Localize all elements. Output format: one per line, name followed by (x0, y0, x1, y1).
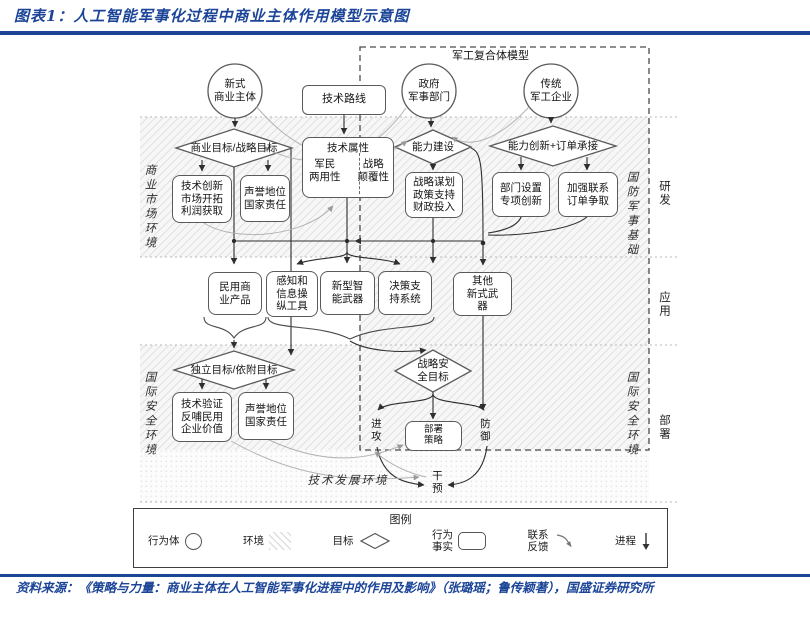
tech-attr-dashed-divider (358, 152, 360, 194)
commercial-goal-label: 商业目标/战略目标 (190, 141, 278, 154)
reputation-bottom-node: 声誉地位 国家责任 (238, 392, 294, 440)
attack-label: 进攻 (369, 417, 382, 443)
other-weapons-node: 其他 新式武 器 (453, 272, 512, 316)
tech-attr-subitems: 军民 两用性 战略 颠覆性 (303, 152, 393, 197)
legend-item-feedback: 联系 反馈 (528, 529, 574, 553)
legend-environment-label: 环境 (243, 535, 264, 548)
innovation-orders-diamond (487, 125, 619, 167)
legend-box: 图例 行为体 环境 目标 行为 事实 联系 反馈 (133, 508, 668, 568)
strengthen-ties-node: 加强联系 订单争取 (558, 172, 618, 217)
perception-tools-node: 感知和 信息操 纵工具 (266, 271, 318, 317)
source-citation: 资料来源：《策略与力量：商业主体在人工智能军事化进程中的作用及影响》（张璐瑶；鲁… (16, 580, 654, 595)
legend-item-environment: 环境 (243, 532, 291, 551)
tech-route-node: 技术路线 (302, 85, 386, 115)
phase-separator-lines (140, 116, 680, 503)
tech-attr-disruptive: 战略 颠覆性 (357, 157, 390, 183)
legend-item-behavior-fact: 行为 事实 (432, 529, 486, 553)
decision-support-node: 决策支 持系统 (378, 271, 432, 315)
behavior-fact-rect-glyph (458, 532, 486, 551)
intervention-label: 干预 (430, 469, 443, 495)
tech-attr-node: 技术属性 军民 两用性 战略 颠覆性 (302, 137, 394, 198)
tech-validation-node: 技术验证 反哺民用 企业价值 (172, 392, 232, 442)
actor-new-commercial-label: 新式 商业主体 (214, 78, 256, 103)
process-arrow-glyph (642, 533, 650, 551)
legend-item-process: 进程 (615, 531, 651, 551)
tech-attr-dual-use: 军民 两用性 (309, 157, 341, 183)
legend-item-goal: 目标 (333, 532, 391, 550)
dept-setup-node: 部门设置 专项创新 (492, 172, 550, 217)
capability-goal-label: 能力建设 (412, 141, 454, 154)
figure-title: 图表1：人工智能军事化过程中商业主体作用模型示意图 (14, 7, 410, 25)
legend-goal-label: 目标 (332, 535, 354, 548)
smart-weapons-node: 新型智 能武器 (320, 271, 375, 315)
mic-dashed-boundary (359, 46, 650, 451)
phase-application-label: 应用 (658, 290, 671, 318)
civilian-products-node: 民用商 业产品 (208, 272, 262, 315)
phase-deployment-label: 部署 (658, 413, 671, 441)
environment-hatch-glyph (269, 532, 291, 551)
defense-military-base-label: 国防军事基础 (625, 170, 638, 258)
process-arrows (198, 115, 591, 488)
legend-process-label: 进程 (615, 535, 636, 548)
goal-diamonds (171, 125, 619, 393)
actor-circle-glyph (184, 532, 202, 550)
legend-items-row: 行为体 环境 目标 行为 事实 联系 反馈 (134, 509, 667, 553)
strategic-security-label: 战略安 全目标 (417, 358, 449, 383)
tech-development-env-label: 技术发展环境 (307, 474, 389, 487)
actor-gov-military-label: 政府 军事部门 (408, 78, 450, 103)
strategic-planning-node: 战略谋划 政策支持 财政投入 (405, 172, 463, 218)
intl-security-env-label-left: 国际安全环境 (143, 370, 156, 458)
legend-behavior-fact-label: 行为 事实 (432, 529, 453, 554)
actor-circles (207, 63, 579, 119)
gov-military-actor-circle (401, 63, 457, 119)
junction-dots (231, 238, 486, 246)
grouping-braces (203, 316, 435, 340)
legend-feedback-label: 联系 反馈 (527, 529, 549, 554)
commercial-goal-diamond (173, 128, 295, 168)
phase-rd-label: 研发 (658, 179, 671, 207)
strategic-security-diamond (393, 349, 473, 393)
goal-diamond-glyph (359, 532, 390, 550)
legend-item-actor: 行为体 (148, 532, 202, 550)
tech-innovation-node: 技术创新 市场开拓 利润获取 (172, 175, 232, 223)
mic-boundary-label: 军工复合体模型 (452, 49, 529, 62)
footer-divider-rule (0, 574, 810, 577)
deploy-strategy-node: 部署 策略 (405, 421, 462, 451)
tech-attr-title: 技术属性 (327, 142, 369, 154)
intl-security-env-label-right: 国际安全环境 (625, 370, 638, 458)
independent-goal-diamond (171, 350, 297, 390)
legend-actor-label: 行为体 (148, 535, 180, 548)
feedback-curve-glyph (556, 534, 572, 548)
defense-label: 防御 (478, 417, 491, 443)
independent-goal-label: 独立目标/依附目标 (190, 363, 278, 376)
reputation-top-node: 声誉地位 国家责任 (240, 175, 290, 222)
innovation-orders-label: 能力创新+订单承接 (507, 140, 599, 153)
commercial-market-env-label: 商业市场环境 (143, 164, 156, 251)
title-divider-rule (0, 31, 810, 35)
actor-traditional-mi-label: 传统 军工企业 (530, 78, 572, 103)
legend-title: 图例 (389, 514, 412, 526)
